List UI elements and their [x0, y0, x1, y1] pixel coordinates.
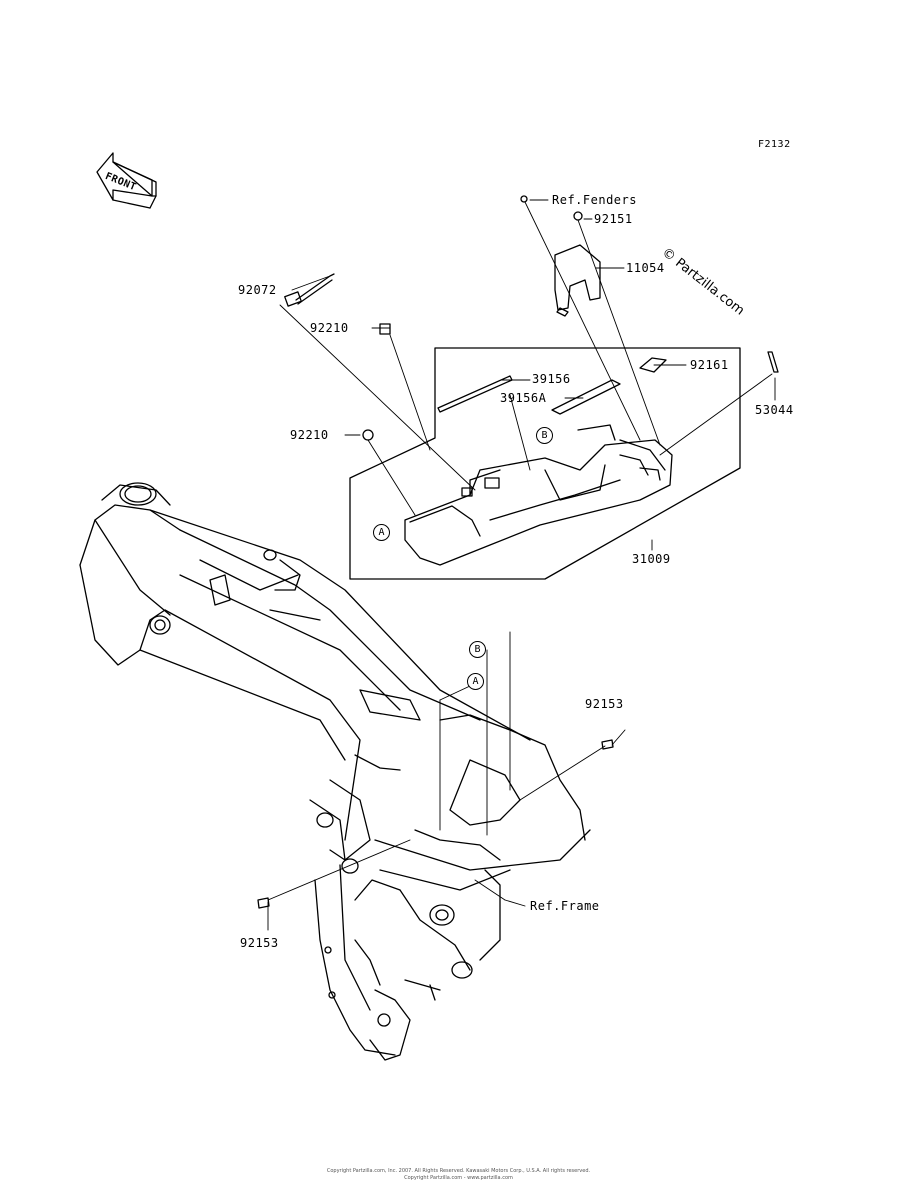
- pad-92161-shape: [639, 357, 667, 373]
- marker-a-lower: A: [467, 673, 484, 690]
- battery-case-group-outline: [349, 347, 741, 580]
- part-39156-label[interactable]: 39156: [532, 372, 571, 386]
- part-31009-label[interactable]: 31009: [632, 552, 671, 566]
- leader-lines: [267, 199, 776, 931]
- marker-a-upper: A: [373, 524, 390, 541]
- bracket-11054-shape: [520, 195, 601, 317]
- ref-fenders-label[interactable]: Ref.Fenders: [552, 193, 637, 207]
- nut-92210-shapes: [362, 323, 391, 441]
- main-frame-shape: [79, 482, 591, 1061]
- marker-b-lower: B: [469, 641, 486, 658]
- part-53044-label[interactable]: 53044: [755, 403, 794, 417]
- part-39156a-label[interactable]: 39156A: [500, 391, 547, 405]
- bolt-92153-shapes: [257, 739, 614, 909]
- part-92153-right-label[interactable]: 92153: [585, 697, 624, 711]
- figure-code: F2132: [758, 139, 791, 150]
- footer-copyright-line2: Copyright Partzilla.com - www.partzilla.…: [404, 1175, 513, 1181]
- part-92161-label[interactable]: 92161: [690, 358, 729, 372]
- ref-frame-label[interactable]: Ref.Frame: [530, 899, 600, 913]
- part-11054-label[interactable]: 11054: [626, 261, 665, 275]
- part-92210-top-label[interactable]: 92210: [310, 321, 349, 335]
- part-92153-left-label[interactable]: 92153: [240, 936, 279, 950]
- clip-53044-shape: [767, 351, 779, 373]
- front-arrow-icon: [96, 152, 157, 209]
- part-92072-label[interactable]: 92072: [238, 283, 277, 297]
- battery-case-shape: [404, 424, 673, 566]
- footer-copyright-line1: Copyright Partzilla.com, Inc. 2007. All …: [326, 1168, 591, 1174]
- marker-b-upper: B: [536, 427, 553, 444]
- part-92151-label[interactable]: 92151: [594, 212, 633, 226]
- part-92210-mid-label[interactable]: 92210: [290, 428, 329, 442]
